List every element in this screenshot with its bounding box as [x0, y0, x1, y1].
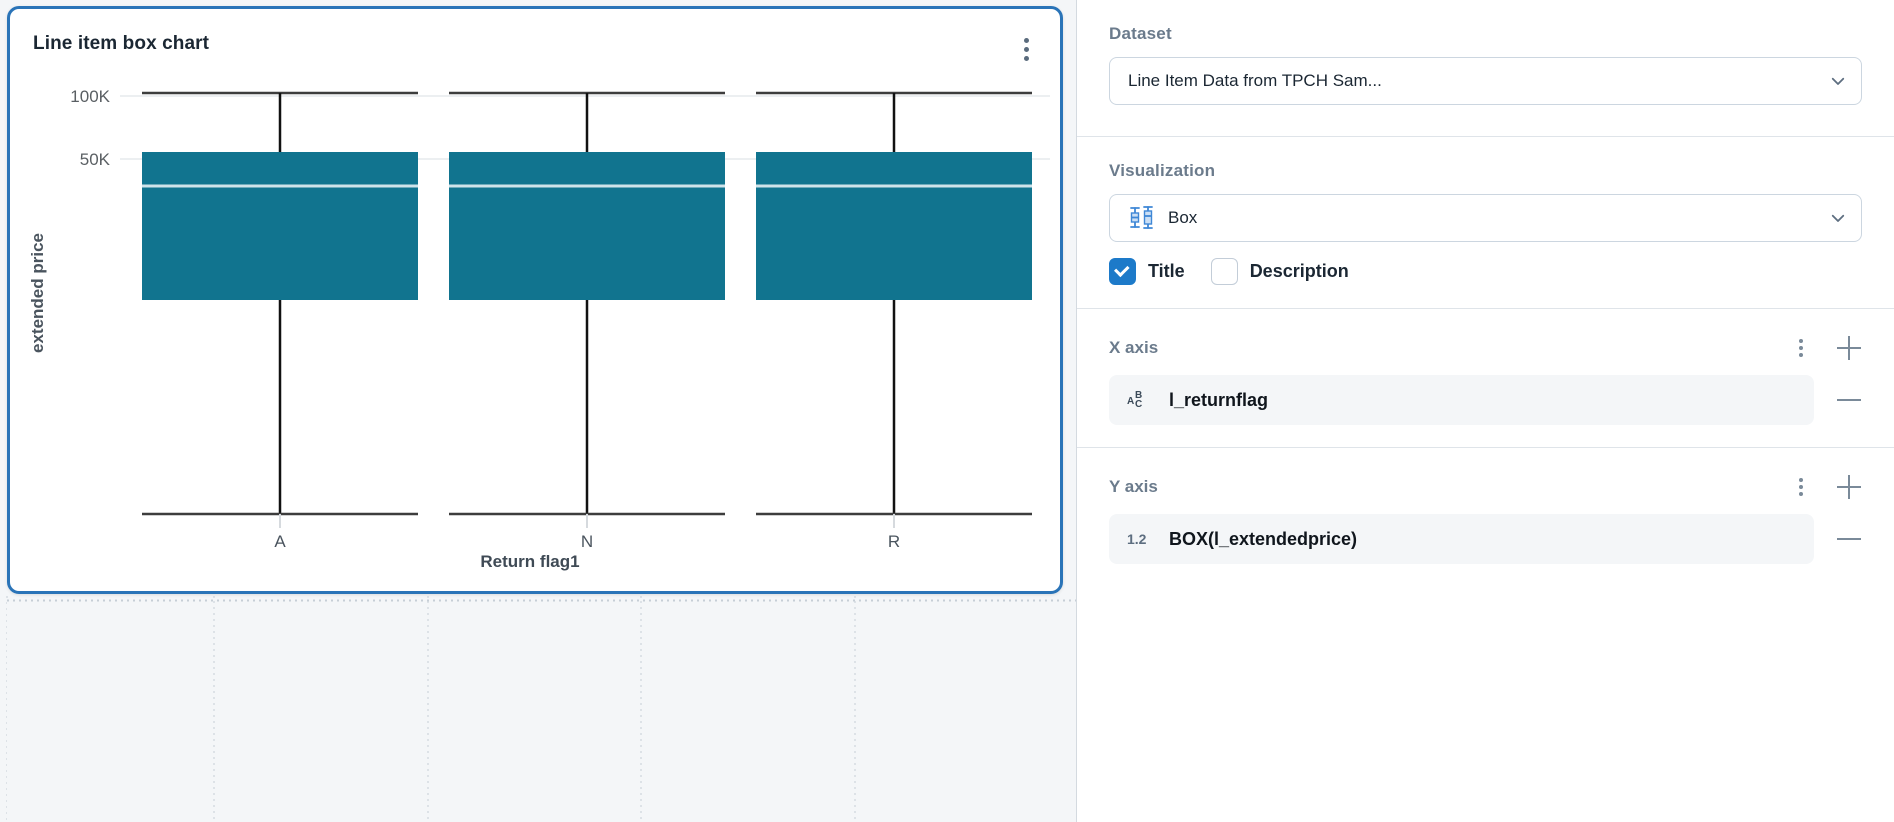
- chart-title: Line item box chart: [33, 33, 210, 54]
- dataset-selected-value: Line Item Data from TPCH Sam...: [1128, 71, 1382, 90]
- number-type-icon: 1.2: [1127, 531, 1147, 547]
- box-group-N: N: [449, 91, 725, 551]
- y-axis-remove-minus-icon[interactable]: [1836, 526, 1862, 552]
- dashboard-canvas: Line item box chart 100K 50K: [0, 0, 1076, 822]
- box-plot-icon: [1130, 206, 1153, 229]
- x-axis-field-pill[interactable]: A B C l_returnflag: [1109, 375, 1814, 425]
- x-axis-field-name: l_returnflag: [1169, 389, 1269, 410]
- x-axis-field-row: A B C l_returnflag: [1109, 375, 1862, 425]
- kebab-dot: [1799, 492, 1803, 496]
- y-axis-add-plus-icon[interactable]: [1836, 474, 1862, 500]
- x-axis-label: X axis: [1109, 338, 1159, 357]
- dataset-select[interactable]: Line Item Data from TPCH Sam...: [1109, 57, 1862, 105]
- y-axis-title: extended price: [28, 233, 47, 353]
- kebab-dot: [1799, 478, 1803, 482]
- x-axis-add-plus-icon[interactable]: [1836, 335, 1862, 361]
- abc-icon: A B C: [1127, 390, 1142, 410]
- dataset-section: Dataset Line Item Data from TPCH Sam...: [1109, 0, 1862, 105]
- section-divider: [1077, 447, 1894, 448]
- box-group-A: A: [142, 91, 418, 551]
- visualization-options: Title Description: [1109, 258, 1862, 285]
- x-tick-label: A: [274, 532, 286, 551]
- y-axis-header: Y axis: [1109, 470, 1862, 504]
- box-rect: [449, 152, 725, 300]
- svg-text:A: A: [1127, 396, 1134, 407]
- visualization-section: Visualization: [1109, 137, 1862, 285]
- kebab-dot: [1023, 37, 1029, 43]
- box-plot[interactable]: 100K 50K A: [10, 65, 1060, 591]
- dataset-label: Dataset: [1109, 24, 1172, 43]
- kebab-dot: [1023, 55, 1029, 61]
- box-rect: [756, 152, 1032, 300]
- x-tick-label: R: [888, 532, 900, 551]
- visualization-select[interactable]: Box: [1109, 194, 1862, 242]
- x-tick-label: N: [581, 532, 593, 551]
- x-axis-section: X axis A B C l_re: [1109, 309, 1862, 425]
- string-type-icon: A B C: [1127, 389, 1161, 412]
- x-axis-title: Return flag1: [480, 552, 580, 571]
- box-plot-svg: 100K 50K A: [70, 87, 1050, 551]
- x-axis-remove-minus-icon[interactable]: [1836, 387, 1862, 413]
- kebab-dot: [1799, 346, 1803, 350]
- svg-text:B: B: [1135, 390, 1142, 401]
- visualization-selected-value: Box: [1168, 208, 1198, 227]
- y-axis-label: Y axis: [1109, 477, 1158, 496]
- box-group-R: R: [756, 91, 1032, 551]
- inspector-panel: Dataset Line Item Data from TPCH Sam... …: [1076, 0, 1894, 822]
- visualization-label: Visualization: [1109, 161, 1216, 180]
- y-axis-field-row: 1.2 BOX(l_extendedprice): [1109, 514, 1862, 564]
- section-divider: [1077, 308, 1894, 309]
- kebab-dot: [1799, 339, 1803, 343]
- chevron-down-icon: [1831, 77, 1845, 85]
- x-axis-kebab-menu-icon[interactable]: [1788, 335, 1814, 361]
- y-axis-field-name: BOX(l_extendedprice): [1169, 528, 1358, 549]
- y-tick-label: 50K: [80, 150, 111, 169]
- chart-card[interactable]: Line item box chart 100K 50K: [7, 6, 1063, 594]
- section-divider: [1077, 136, 1894, 137]
- y-axis-field-pill[interactable]: 1.2 BOX(l_extendedprice): [1109, 514, 1814, 564]
- x-axis-header: X axis: [1109, 331, 1862, 365]
- kebab-menu-icon[interactable]: [1014, 35, 1038, 63]
- kebab-dot: [1023, 46, 1029, 52]
- gridlines: [120, 95, 1050, 160]
- y-axis-section: Y axis 1.2 BOX(l_extendedprice): [1109, 448, 1862, 564]
- y-tick-label: 100K: [70, 87, 110, 106]
- kebab-dot: [1799, 353, 1803, 357]
- box-rect: [142, 152, 418, 300]
- description-checkbox[interactable]: [1210, 258, 1238, 285]
- title-checkbox-label: Title: [1148, 261, 1185, 281]
- title-checkbox[interactable]: [1109, 258, 1136, 285]
- kebab-dot: [1799, 485, 1803, 489]
- chevron-down-icon: [1831, 214, 1845, 222]
- svg-text:C: C: [1135, 399, 1142, 409]
- description-checkbox-label: Description: [1249, 261, 1349, 281]
- y-axis-kebab-menu-icon[interactable]: [1788, 474, 1814, 500]
